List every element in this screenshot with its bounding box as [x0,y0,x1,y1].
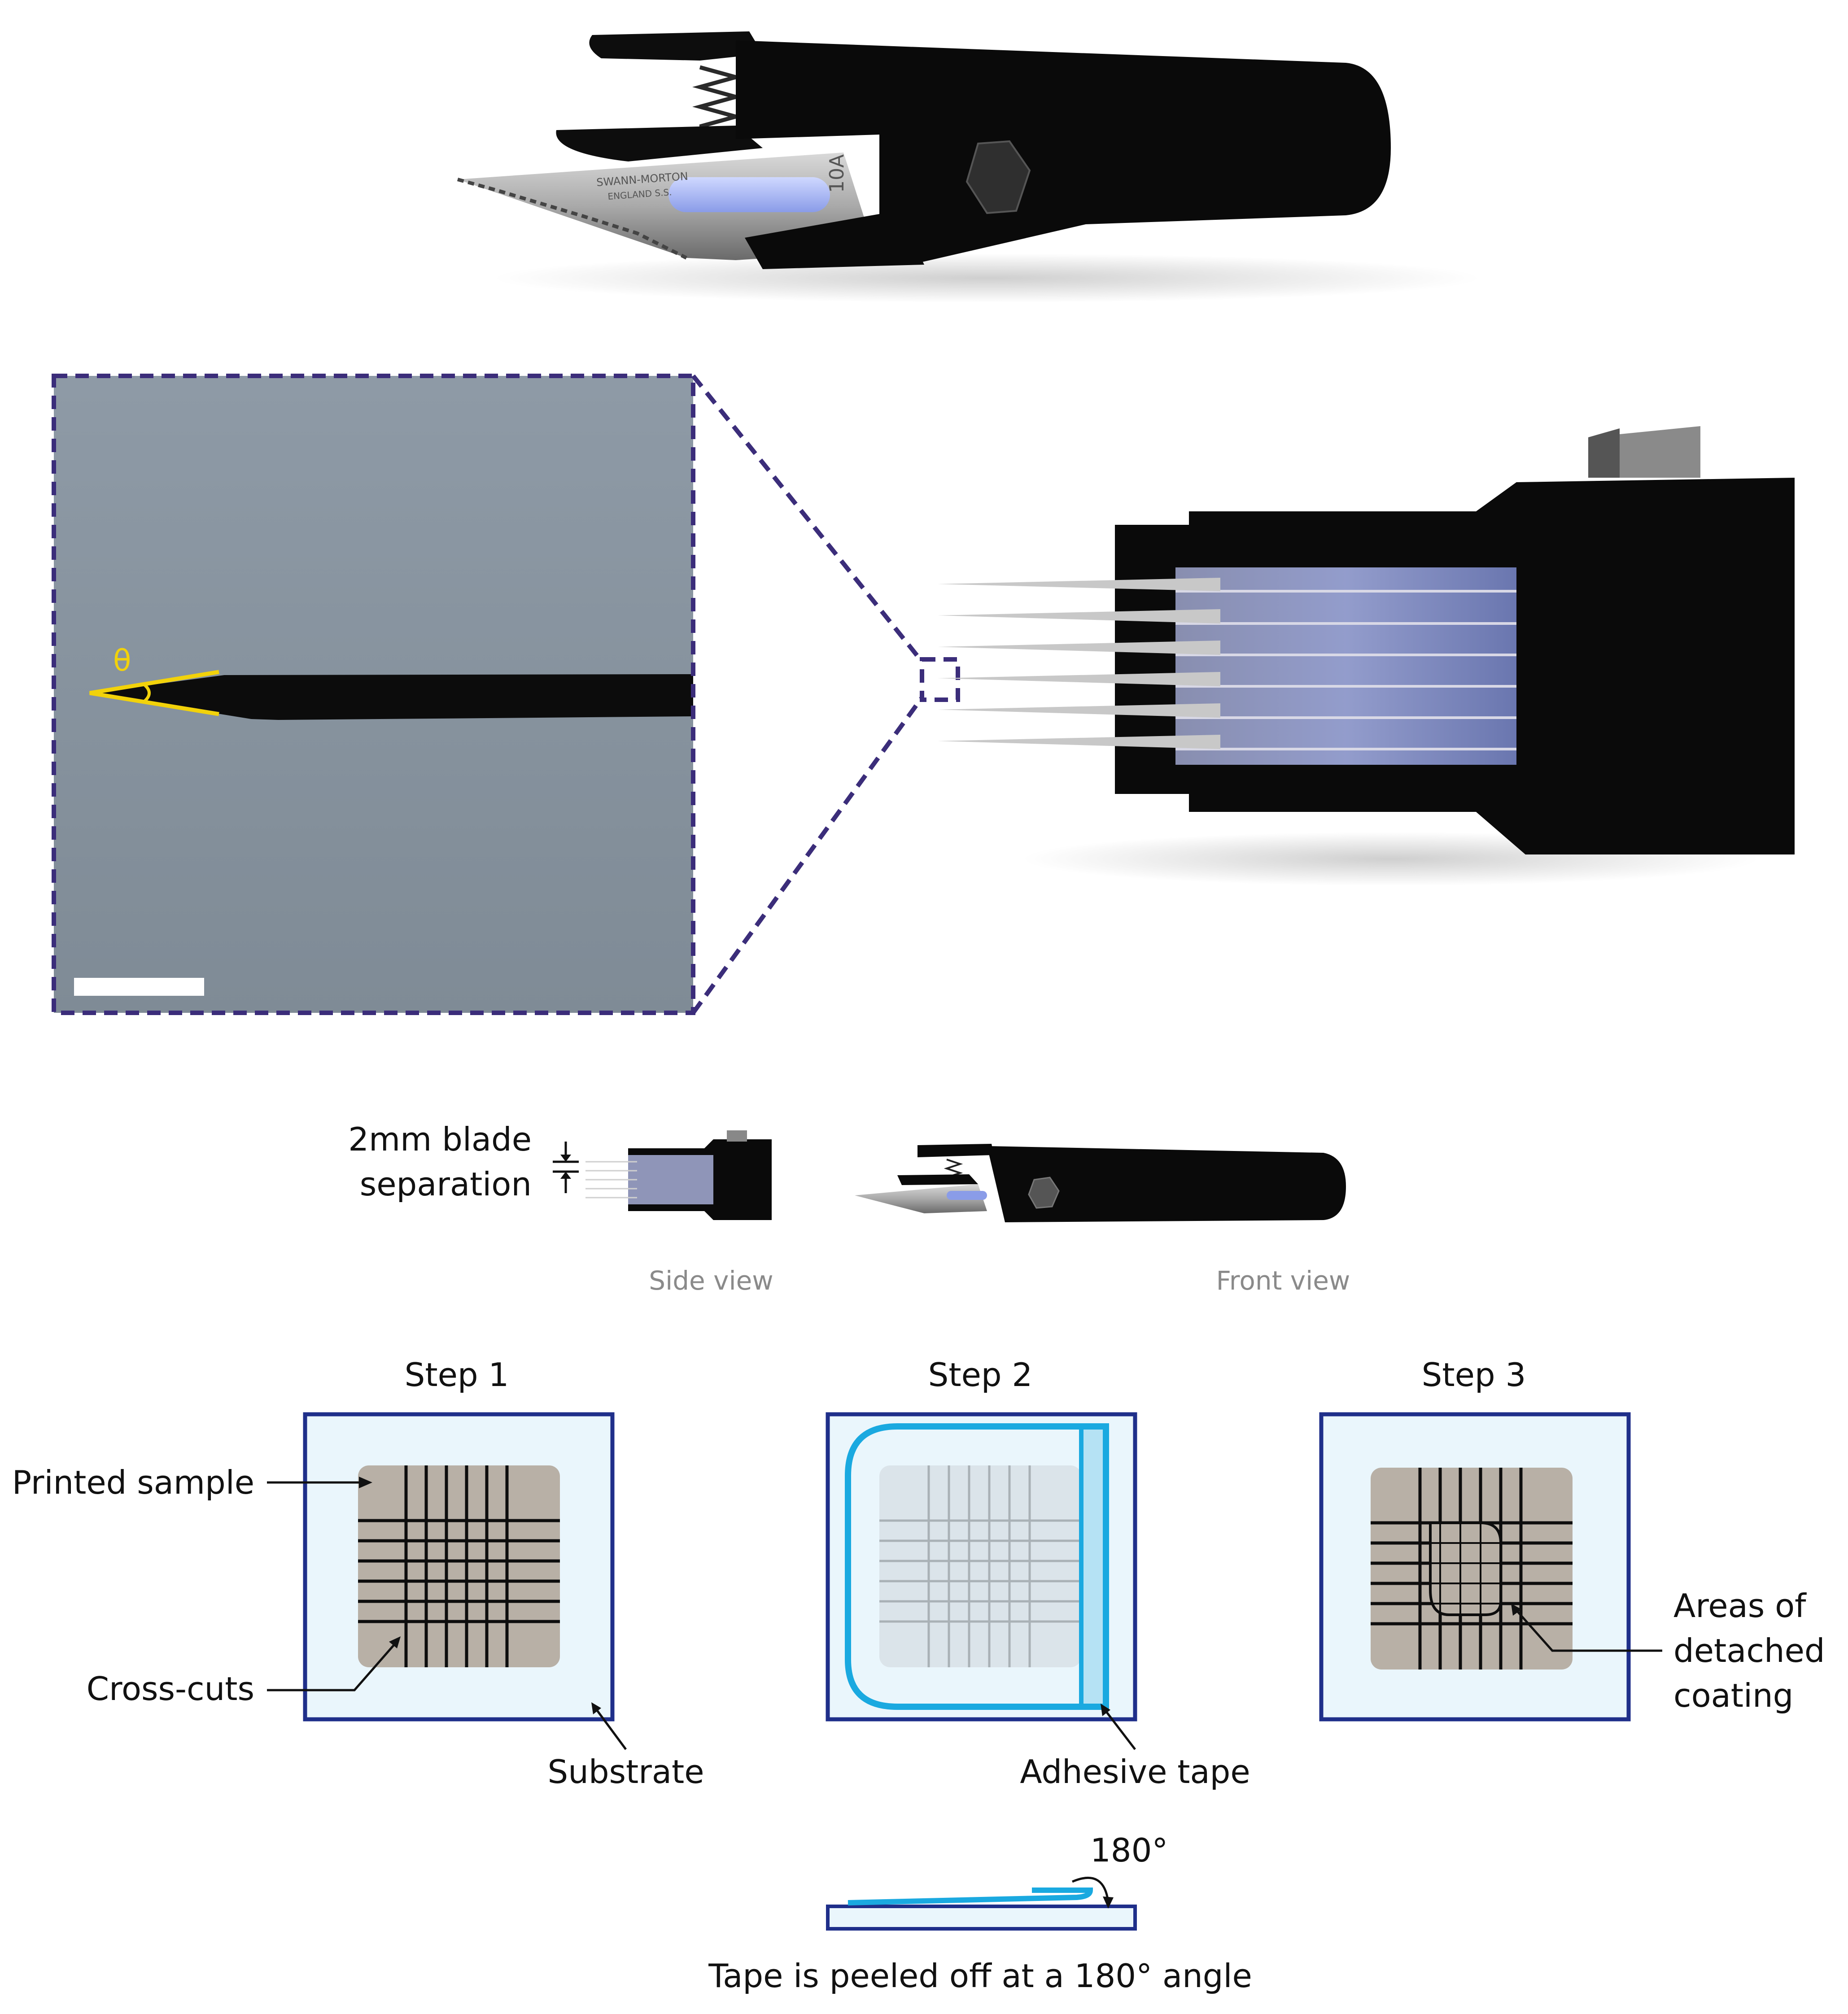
side-view-caption: Side view [649,1265,773,1296]
spring [692,65,743,137]
step3-title: Step 3 [1422,1356,1526,1394]
separation-arrows [553,1142,579,1193]
detached-label-line1: Areas of [1673,1587,1807,1625]
step1-title: Step 1 [405,1356,509,1394]
front-view-thumbnail [855,1144,1346,1222]
blade-stack [1175,567,1516,765]
detached-coating-areas [1429,1521,1502,1616]
step2-title: Step 2 [928,1356,1033,1394]
detached-label-line2: detached [1673,1632,1825,1670]
scale-bar [74,978,204,996]
peel-caption: Tape is peeled off at a 180° angle [708,1957,1252,1995]
step2-panel: Step 2 Adhesive tape [826,1356,1250,1791]
peel-substrate [826,1905,1137,1931]
step2-faded-cross-cuts [879,1465,1081,1667]
blade-slot [668,177,830,212]
tip-angle-mark [89,670,219,716]
blade-stack-lines [1175,590,1516,750]
cutter-side-render [938,426,1795,886]
blade-engraving-number: 10A [826,154,848,193]
blade-tip-micrograph: θ [52,374,695,1015]
separation-label-line2: separation [360,1165,532,1203]
clamp-upper-arm [589,31,763,61]
peeled-tape [848,1888,1093,1905]
protruding-blade-tips [938,578,1220,749]
step1-printed-sample [358,1465,560,1667]
handle-body [736,40,1391,265]
blade-tip [90,674,693,720]
separation-label-line1: 2mm blade [348,1120,532,1158]
step1-panel: Step 1 Printed sample Cross-cuts Substra… [12,1356,704,1791]
angle-theta-label: θ [113,643,131,678]
detached-label-line3: coating [1673,1677,1793,1714]
cutter-front-render: SWANN-MORTON ENGLAND S.S. 10A [457,31,1481,303]
step1-cross-cuts [358,1465,560,1667]
views-row: 2mm blade separation [348,1120,1350,1296]
printed-sample-label: Printed sample [12,1464,254,1501]
step2-covered-sample [879,1465,1081,1667]
adhesive-tape-label: Adhesive tape [1020,1753,1250,1791]
cross-cuts-label: Cross-cuts [87,1670,254,1708]
side-view-thumbnail [585,1130,772,1220]
zoom-callout-lines [691,374,960,1014]
front-view-caption: Front view [1216,1265,1350,1296]
hex-bolt [966,140,1031,214]
step3-panel: Step 3 Areas of detached [1319,1356,1825,1722]
micrograph-dashed-frame [52,374,695,1015]
peel-diagram: 180° Tape is peeled off at a 180° angle [708,1831,1252,1995]
adhesive-tape-outline [845,1423,1109,1710]
peel-angle-label: 180° [1090,1831,1168,1869]
substrate-label: Substrate [547,1753,704,1791]
